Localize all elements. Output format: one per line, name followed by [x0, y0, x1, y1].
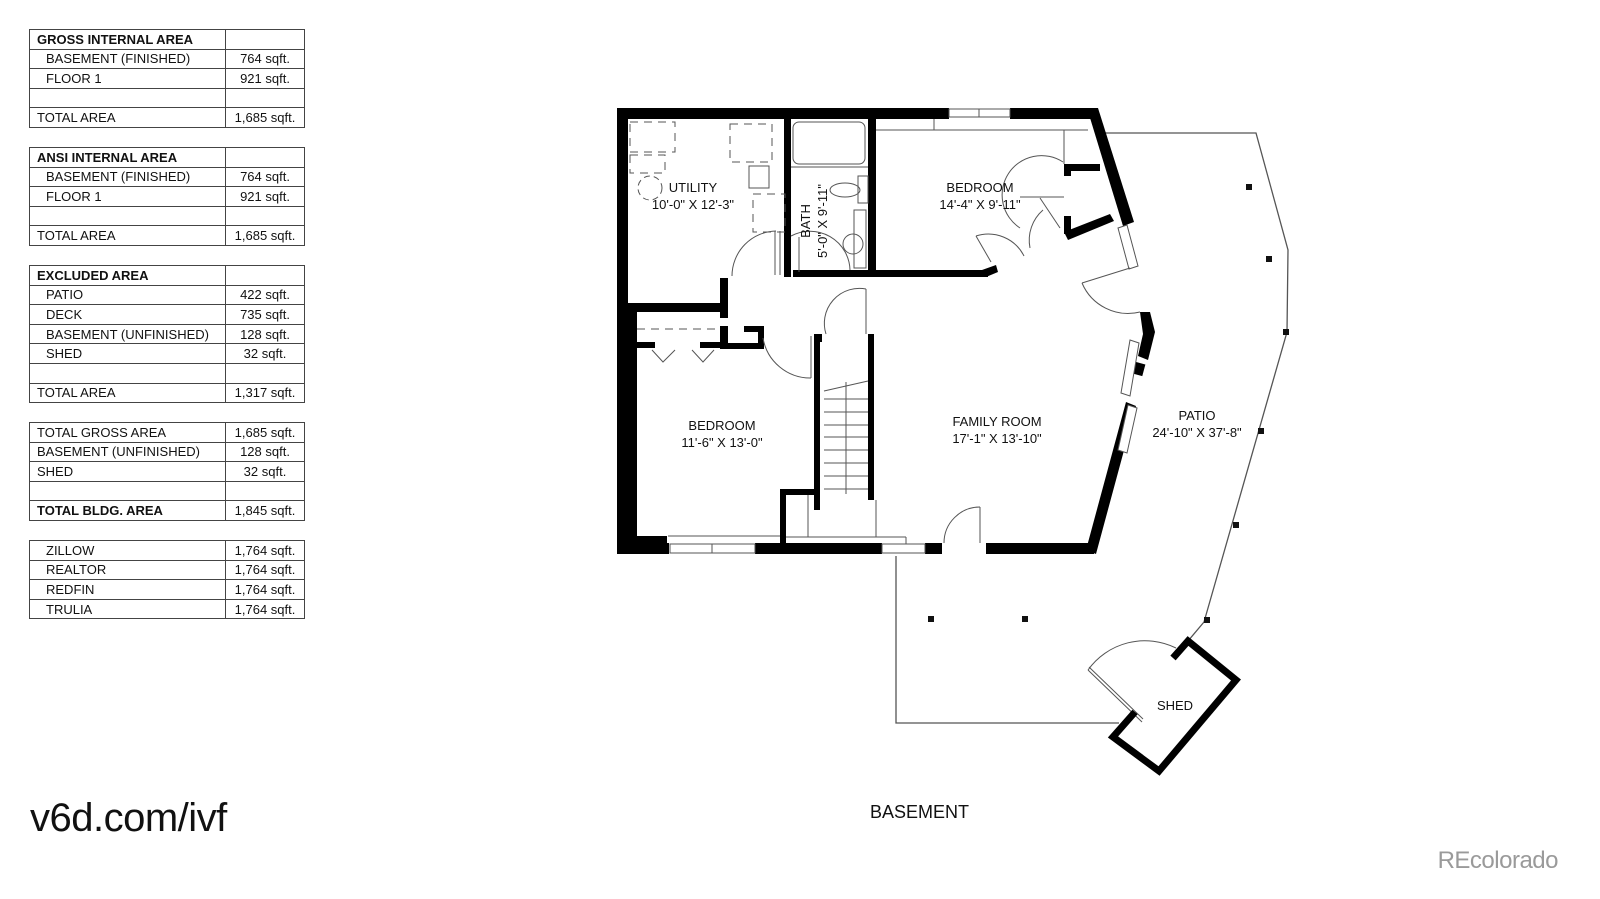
room-dims-family-room: 17'-1" X 13'-10": [952, 431, 1042, 446]
room-labels: UTILITY 10'-0" X 12'-3" BATH 5'-0" X 9'-…: [652, 180, 1242, 713]
shed-walls: [1107, 636, 1241, 776]
table-cell-value: 1,685 sqft.: [225, 225, 305, 246]
exterior-walls: [617, 108, 1155, 554]
windows: [669, 108, 1140, 554]
table-cell-value: 735 sqft.: [225, 304, 305, 325]
table-cell-value: 1,845 sqft.: [225, 500, 305, 522]
room-name-bedroom-2: BEDROOM: [688, 418, 755, 433]
room-name-shed: SHED: [1157, 698, 1193, 713]
table-cell-value: 422 sqft.: [225, 284, 305, 306]
interior-walls: [628, 119, 1114, 549]
room-name-bedroom-1: BEDROOM: [946, 180, 1013, 195]
room-name-utility: UTILITY: [669, 180, 718, 195]
table-cell-value: 1,685 sqft.: [225, 422, 305, 443]
table-row: GROSS INTERNAL AREA: [29, 29, 305, 50]
table-row-blank: [29, 205, 305, 227]
room-dims-utility: 10'-0" X 12'-3": [652, 197, 735, 212]
area-tables: GROSS INTERNAL AREA BASEMENT (FINISHED)7…: [29, 29, 305, 638]
table-cell-value: 32 sqft.: [225, 343, 305, 364]
table-cell-label: TOTAL AREA: [29, 382, 226, 404]
table-cell-label: BASEMENT (UNFINISHED): [29, 323, 226, 345]
table-cell-value: 1,764 sqft.: [225, 598, 305, 620]
table-cell-label: TOTAL AREA: [29, 107, 226, 128]
table-cell-label: BASEMENT (FINISHED): [29, 166, 226, 188]
table-row: ANSI INTERNAL AREA: [29, 146, 305, 168]
room-name-bath: BATH: [798, 204, 813, 238]
watermark-url: v6d.com/ivf: [30, 796, 227, 840]
table-cell-value: 32 sqft.: [225, 461, 305, 482]
table-cell-value: 1,317 sqft.: [225, 382, 305, 404]
table-cell-value: 764 sqft.: [225, 166, 305, 188]
table-cell-label: TOTAL BLDG. AREA: [29, 500, 226, 522]
table-cell-value: 1,764 sqft.: [225, 559, 305, 581]
patio-outline: [895, 132, 1289, 724]
patio-posts: [928, 184, 1289, 623]
room-dims-bedroom-2: 11'-6" X 13'-0": [681, 435, 763, 450]
room-dims-bath: 5'-0" X 9'-11": [815, 184, 830, 258]
table-row: BASEMENT (UNFINISHED)128 sqft.: [29, 441, 305, 463]
table-cell-label: TOTAL GROSS AREA: [29, 422, 226, 443]
room-name-patio: PATIO: [1178, 408, 1215, 423]
table-cell-label: TRULIA: [29, 598, 226, 620]
fixtures-and-doors: [629, 119, 1177, 723]
floor-title: BASEMENT: [870, 802, 970, 822]
room-dims-bedroom-1: 14'-4" X 9'-11": [939, 197, 1021, 212]
brand-logo: REcolorado: [1437, 847, 1559, 874]
gross-internal-area-table: GROSS INTERNAL AREA BASEMENT (FINISHED)7…: [29, 29, 305, 128]
table-row: BASEMENT (FINISHED)764 sqft.: [29, 48, 305, 70]
table-row: BASEMENT (FINISHED)764 sqft.: [29, 166, 305, 188]
table-cell-value: 1,685 sqft.: [225, 107, 305, 128]
room-dims-patio: 24'-10" X 37'-8": [1152, 425, 1242, 440]
room-name-family-room: FAMILY ROOM: [952, 414, 1041, 429]
ansi-internal-area-table: ANSI INTERNAL AREA BASEMENT (FINISHED)76…: [29, 146, 305, 246]
table-row: BASEMENT (UNFINISHED)128 sqft.: [29, 323, 305, 345]
table-cell-value: 921 sqft.: [225, 68, 305, 89]
table-header-label: ANSI INTERNAL AREA: [29, 146, 226, 168]
